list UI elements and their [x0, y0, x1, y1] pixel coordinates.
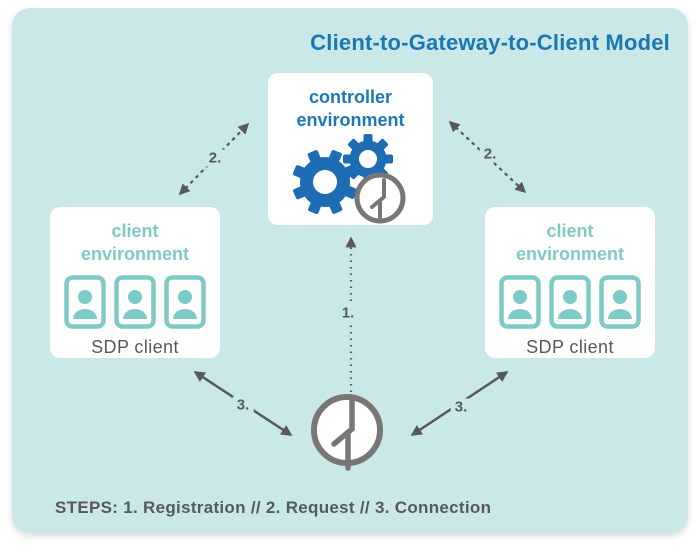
arrow-label-request-left: 2.: [204, 149, 226, 167]
steps-caption: STEPS: 1. Registration // 2. Request // …: [55, 498, 492, 517]
diagram-title: Client-to-Gateway-to-Client Model: [310, 30, 670, 55]
client-environment-box-right: client environment SDP client: [485, 207, 655, 358]
sdp-client-users: [64, 275, 206, 329]
diagram-canvas: Client-to-Gateway-to-Client Model contro…: [12, 8, 688, 533]
sdp-client-label: SDP client: [526, 337, 614, 357]
sdp-client-label: SDP client: [91, 337, 179, 357]
clock-icon: [311, 394, 383, 471]
user-card-icon: [114, 275, 156, 329]
arrow-request-right: [448, 120, 527, 194]
client-environment-label: client environment: [80, 221, 190, 264]
user-card-icon: [64, 275, 106, 329]
controller-environment-box: controller environment: [268, 73, 433, 225]
arrow-label-connection-right: 3.: [450, 398, 472, 416]
user-card-icon: [549, 275, 591, 329]
sdp-client-users: [499, 275, 641, 329]
controller-clock-icon: [354, 172, 406, 224]
client-environment-label: client environment: [515, 221, 625, 264]
user-card-icon: [599, 275, 641, 329]
user-card-icon: [164, 275, 206, 329]
gears-clock-icon: [292, 134, 406, 224]
arrow-request-left: [178, 122, 250, 196]
arrow-label-request-right: 2.: [479, 145, 501, 163]
controller-environment-label: controller environment: [296, 87, 405, 130]
client-environment-box-left: client environment SDP client: [50, 207, 220, 358]
user-card-icon: [499, 275, 541, 329]
arrow-label-connection-left: 3.: [232, 396, 254, 414]
arrow-label-registration: 1.: [337, 304, 359, 322]
